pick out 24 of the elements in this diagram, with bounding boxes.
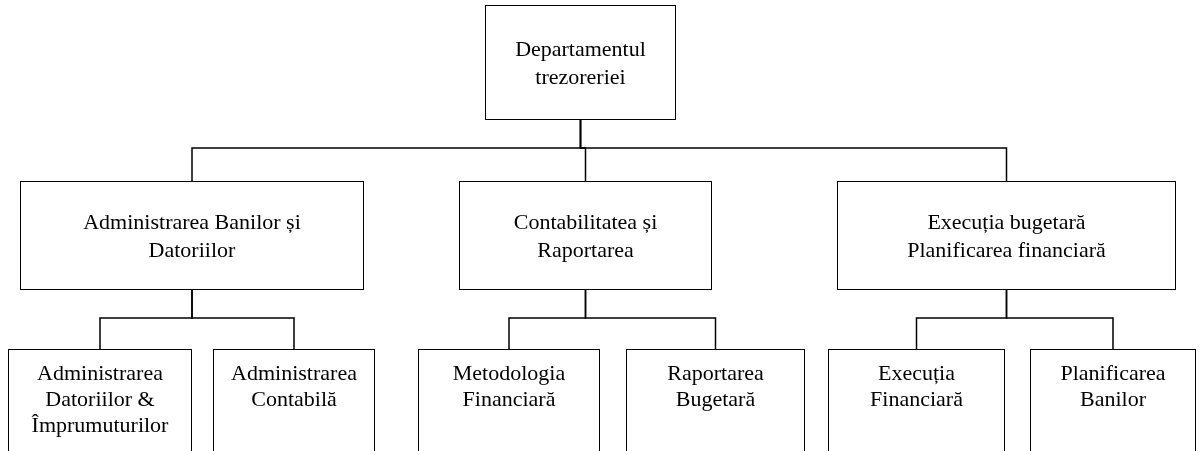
org-box <box>828 349 1005 451</box>
org-box <box>837 181 1176 290</box>
box-label: Metodologia Financiară <box>451 360 567 412</box>
box-label: Execuția bugetară Planificarea financiară <box>906 208 1107 263</box>
box-label: Administrarea Contabilă <box>230 360 358 412</box>
connector-line <box>191 289 295 350</box>
box-label: Administrarea Banilor și Datoriilor <box>82 208 302 263</box>
org-box <box>459 181 712 290</box>
org-box <box>1030 349 1196 451</box>
connector-line <box>584 289 717 350</box>
org-box <box>626 349 805 451</box>
org-box <box>485 5 676 120</box>
org-box <box>418 349 600 451</box>
box-label: Administrarea Datoriilor & Împrumuturilor <box>30 360 170 438</box>
box-label: Contabilitatea și Raportarea <box>512 208 659 263</box>
box-label: Departamentul trezoreriei <box>514 35 647 90</box>
box-label: Execuția Financiară <box>869 360 964 412</box>
box-label: Planificarea Banilor <box>1059 360 1167 412</box>
connector-line <box>579 119 1008 182</box>
box-label: Raportarea Bugetară <box>666 360 765 412</box>
connector-line <box>1005 289 1114 350</box>
org-box <box>8 349 192 451</box>
org-box <box>20 181 364 290</box>
org-box <box>213 349 375 451</box>
